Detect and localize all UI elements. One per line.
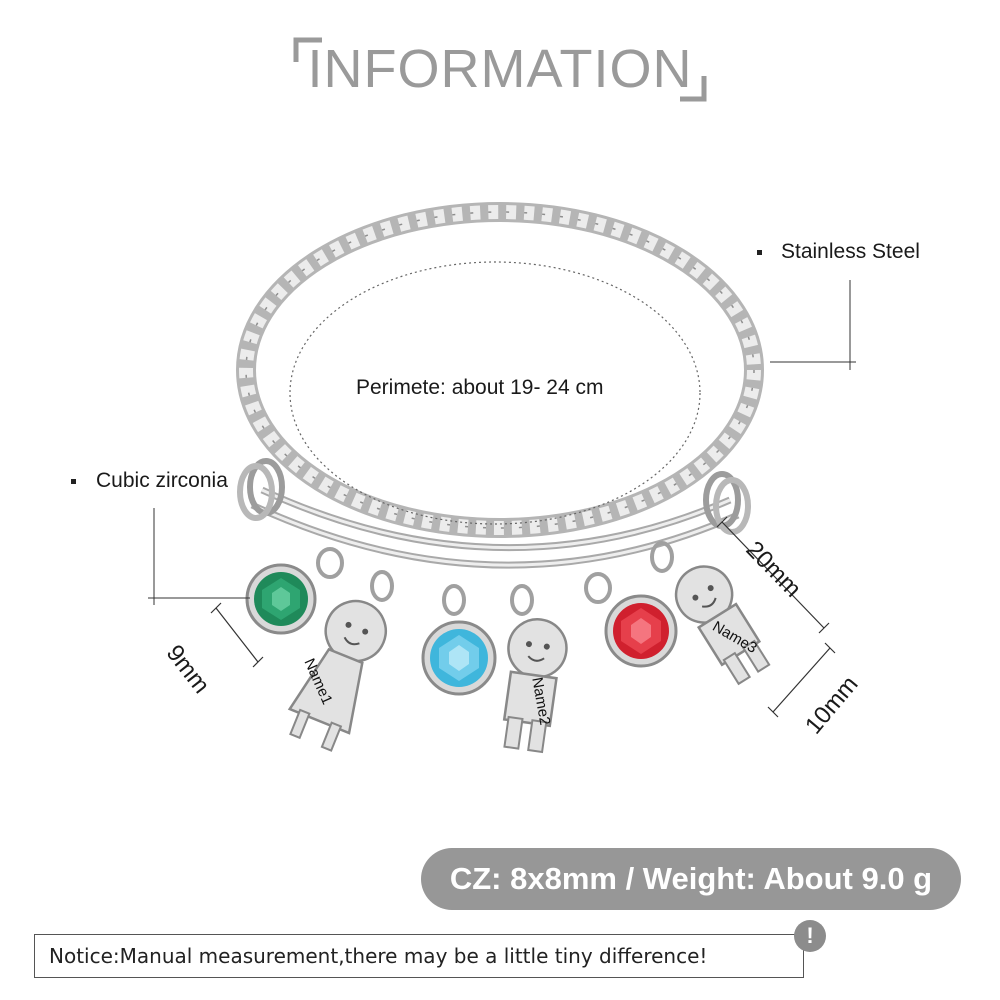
- charm-boy-2: [674, 565, 771, 686]
- dim-line-10mm: [772, 647, 831, 713]
- stone-red: [604, 594, 678, 668]
- exclamation-icon: !: [794, 920, 826, 952]
- charm-boy: [502, 618, 568, 754]
- charm-girl: [287, 599, 387, 752]
- stone-blue: [421, 620, 497, 696]
- bullet-stone: [71, 479, 76, 484]
- bangle-twisted-wire: [236, 202, 764, 538]
- stone-label: Cubic zirconia: [96, 469, 228, 492]
- page-title: INFORMATION: [307, 39, 693, 99]
- perimeter-label: Perimete: about 19- 24 cm: [356, 376, 604, 399]
- dim-line-20mm: [721, 521, 825, 629]
- spec-pill: CZ: 8x8mm / Weight: About 9.0 g: [421, 848, 961, 910]
- perimeter-outline: [289, 261, 701, 525]
- title-bracket-left: [293, 37, 322, 62]
- jump-rings: [316, 541, 674, 616]
- dim-line-9mm: [215, 607, 259, 663]
- bullet-steel: [757, 250, 762, 255]
- bangle-coil-left: [237, 458, 285, 521]
- stone-green: [245, 563, 317, 635]
- material-label: Stainless Steel: [781, 240, 920, 263]
- notice-box: Notice:Manual measurement,there may be a…: [34, 934, 804, 978]
- title-bracket-right: [680, 76, 707, 102]
